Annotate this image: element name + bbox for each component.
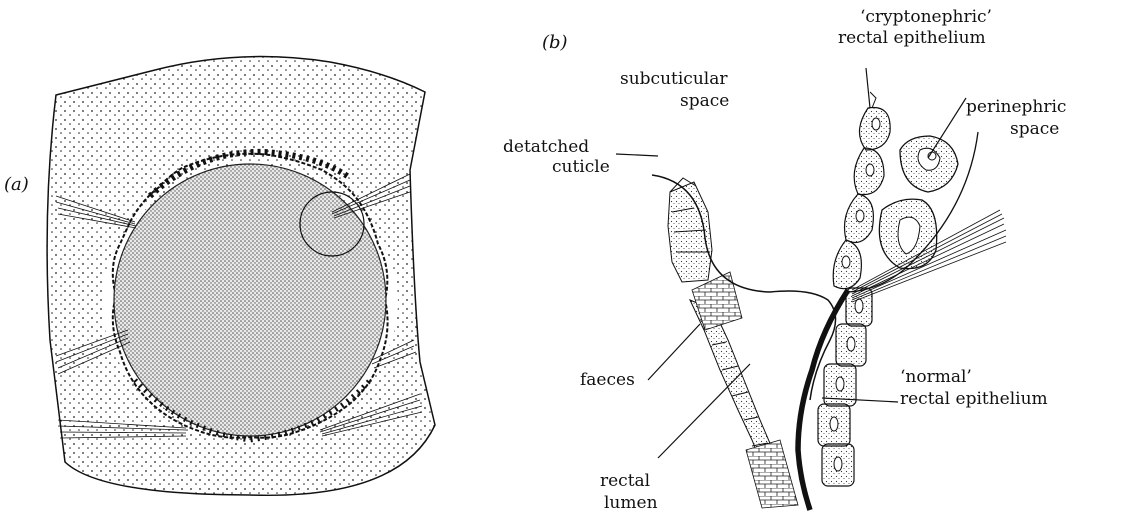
label-detached-line2: cuticle <box>552 157 610 177</box>
label-rectal-line1: rectal <box>600 471 650 491</box>
panel-b-label: (b) <box>542 32 568 53</box>
label-normal-line1: ‘normal’ <box>900 367 972 387</box>
faeces-brick-lower <box>746 440 798 508</box>
panel-a-label: (a) <box>4 174 29 195</box>
normal-epithelium-cells <box>818 288 872 486</box>
central-mass <box>114 164 386 436</box>
label-subcuticular-line2: space <box>680 91 729 111</box>
panel-a-cross-section: (a) <box>4 57 435 496</box>
label-cryptonephric-line1: ‘cryptonephric’ <box>860 7 992 27</box>
perinephric-tubules <box>879 136 958 269</box>
label-cryptonephric-line2: rectal epithelium <box>838 28 986 48</box>
label-detached-line1: detatched <box>503 137 589 157</box>
label-rectal-line2: lumen <box>604 493 658 513</box>
panel-b-detail: (b) <box>503 7 1066 513</box>
labels: ‘cryptonephric’ rectal epithelium subcut… <box>503 7 1066 513</box>
label-normal-line2: rectal epithelium <box>900 389 1048 409</box>
label-perinephric-line1: perinephric <box>966 97 1066 117</box>
cryptonephric-cells <box>833 92 890 289</box>
label-faeces: faeces <box>580 370 635 390</box>
label-subcuticular-line1: subcuticular <box>620 69 728 89</box>
label-perinephric-line2: space <box>1010 119 1059 139</box>
